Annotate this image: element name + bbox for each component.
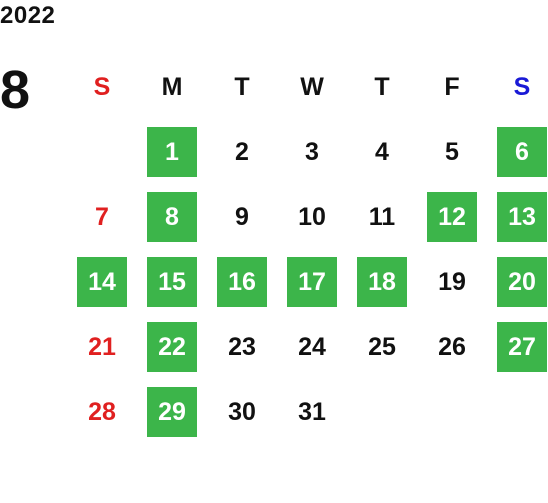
day-cell-14[interactable]: 14 xyxy=(67,250,137,315)
day-number: 21 xyxy=(88,333,116,361)
day-number: 9 xyxy=(235,203,249,231)
month-label: 8 xyxy=(0,60,31,120)
day-number: 13 xyxy=(508,203,536,231)
day-cell-30[interactable]: 30 xyxy=(207,380,277,445)
day-number: 19 xyxy=(438,268,466,296)
day-number: 11 xyxy=(368,203,396,231)
day-number: 22 xyxy=(158,333,186,361)
weekday-header-thursday: T xyxy=(374,73,390,101)
day-cell-2[interactable]: 2 xyxy=(207,120,277,185)
day-number: 14 xyxy=(88,268,116,296)
day-cell-7[interactable]: 7 xyxy=(67,185,137,250)
day-number: 5 xyxy=(445,138,459,166)
weekday-header-monday: M xyxy=(161,73,183,101)
day-number: 7 xyxy=(95,203,109,231)
day-cell-10[interactable]: 10 xyxy=(277,185,347,250)
day-cell-16[interactable]: 16 xyxy=(207,250,277,315)
day-cell-25[interactable]: 25 xyxy=(347,315,417,380)
day-number: 8 xyxy=(165,203,179,231)
day-cell-26[interactable]: 26 xyxy=(417,315,487,380)
weekday-header-sunday: S xyxy=(93,73,111,101)
day-cell-3[interactable]: 3 xyxy=(277,120,347,185)
day-number: 29 xyxy=(158,398,186,426)
day-cell-29[interactable]: 29 xyxy=(137,380,207,445)
day-number: 25 xyxy=(368,333,396,361)
day-number: 2 xyxy=(235,138,249,166)
day-cell-13[interactable]: 13 xyxy=(487,185,548,250)
day-cell-6[interactable]: 6 xyxy=(487,120,548,185)
day-cell-11[interactable]: 11 xyxy=(347,185,417,250)
empty-day-cell xyxy=(67,120,137,185)
day-number: 20 xyxy=(508,268,536,296)
empty-day-cell xyxy=(417,380,487,445)
weekday-header-wednesday: W xyxy=(300,73,324,101)
empty-day-cell xyxy=(487,380,548,445)
day-number: 3 xyxy=(305,138,319,166)
day-number: 12 xyxy=(438,203,466,231)
day-cell-23[interactable]: 23 xyxy=(207,315,277,380)
weekday-header-friday: F xyxy=(444,73,460,101)
day-cell-17[interactable]: 17 xyxy=(277,250,347,315)
day-number: 4 xyxy=(375,138,389,166)
day-number: 1 xyxy=(165,138,179,166)
day-cell-28[interactable]: 28 xyxy=(67,380,137,445)
day-cell-12[interactable]: 12 xyxy=(417,185,487,250)
day-cell-1[interactable]: 1 xyxy=(137,120,207,185)
day-cell-21[interactable]: 21 xyxy=(67,315,137,380)
weekday-header-tuesday: T xyxy=(234,73,250,101)
day-number: 6 xyxy=(515,138,529,166)
day-number: 16 xyxy=(228,268,256,296)
day-cell-20[interactable]: 20 xyxy=(487,250,548,315)
day-cell-15[interactable]: 15 xyxy=(137,250,207,315)
day-number: 28 xyxy=(88,398,116,426)
day-cell-18[interactable]: 18 xyxy=(347,250,417,315)
day-number: 10 xyxy=(298,203,326,231)
day-number: 23 xyxy=(228,333,256,361)
day-number: 30 xyxy=(228,398,256,426)
year-label: 2022 xyxy=(0,2,56,29)
day-cell-22[interactable]: 22 xyxy=(137,315,207,380)
day-number: 18 xyxy=(368,268,396,296)
empty-day-cell xyxy=(347,380,417,445)
day-number: 31 xyxy=(298,398,326,426)
day-number: 15 xyxy=(158,268,186,296)
day-cell-27[interactable]: 27 xyxy=(487,315,548,380)
day-cell-8[interactable]: 8 xyxy=(137,185,207,250)
day-cell-4[interactable]: 4 xyxy=(347,120,417,185)
day-cell-9[interactable]: 9 xyxy=(207,185,277,250)
day-cell-31[interactable]: 31 xyxy=(277,380,347,445)
weekday-header-saturday: S xyxy=(513,73,531,101)
day-number: 26 xyxy=(438,333,466,361)
day-cell-24[interactable]: 24 xyxy=(277,315,347,380)
day-cell-19[interactable]: 19 xyxy=(417,250,487,315)
day-number: 27 xyxy=(508,333,536,361)
day-number: 17 xyxy=(298,268,326,296)
day-number: 24 xyxy=(298,333,326,361)
day-cell-5[interactable]: 5 xyxy=(417,120,487,185)
